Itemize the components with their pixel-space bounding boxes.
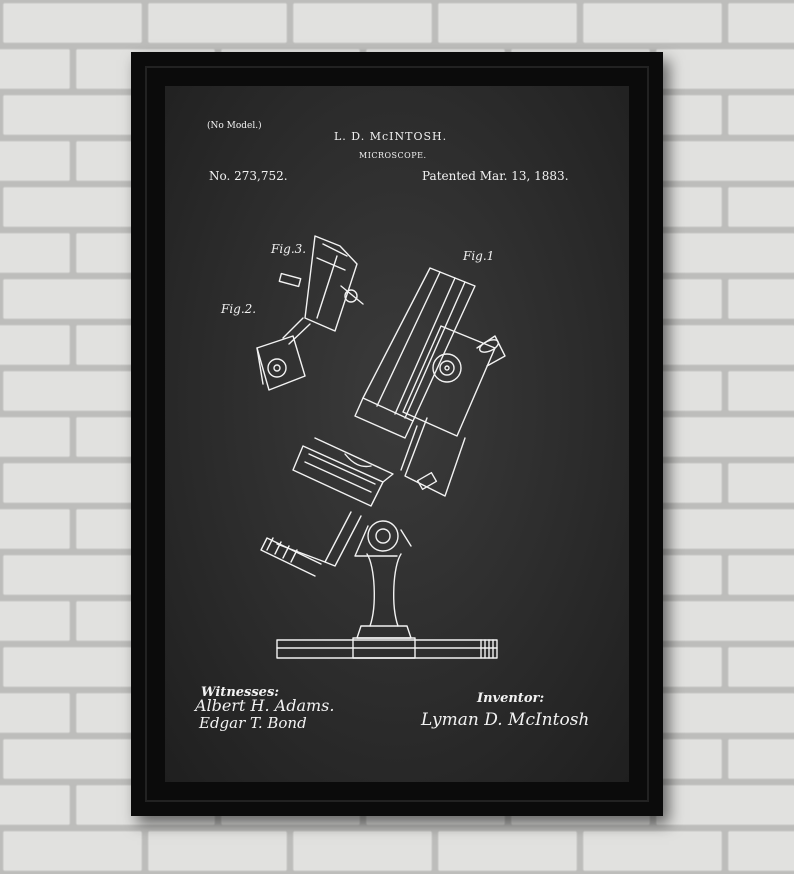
brick [2,94,143,136]
witness-signature-2: Edgar T. Bond [199,714,307,732]
frame-inner-edge [145,66,649,802]
brick [655,324,794,366]
brick [727,94,794,136]
brick [2,370,143,412]
brick [727,278,794,320]
brick [2,462,143,504]
fig3-detail [278,235,364,332]
fig3-label: Fig.3. [270,242,306,256]
brick [727,646,794,688]
brick [655,784,794,826]
brick [655,508,794,550]
brick [655,232,794,274]
brick [655,48,794,90]
microscope-stage [292,437,438,507]
brick [0,508,71,550]
brick [0,48,71,90]
brick [582,830,723,872]
brick [292,830,433,872]
brick [0,140,71,182]
brick [2,646,143,688]
brick [2,278,143,320]
inventor-name-heading: L. D. McINTOSH. [334,130,448,143]
brick [727,370,794,412]
brick [2,830,143,872]
brick [727,2,794,44]
brick [727,554,794,596]
microscope-tube [354,267,476,439]
microscope-pillar [352,553,416,659]
fig1-label: Fig.1 [462,249,494,263]
witnesses-label: Witnesses: [201,685,280,700]
brick [147,2,288,44]
patent-print: (No Model.) L. D. McINTOSH. MICROSCOPE. … [165,86,629,782]
brick [2,554,143,596]
brick [292,2,433,44]
brick [727,186,794,228]
brick [0,324,71,366]
patent-number: No. 273,752. [209,169,288,183]
brick [437,2,578,44]
pivot-joint [354,520,412,557]
no-model-note: (No Model.) [207,121,262,131]
fig2-label: Fig.2. [220,302,256,316]
brick [727,462,794,504]
brick [655,416,794,458]
patent-date: Patented Mar. 13, 1883. [422,169,569,183]
fig2-detail [256,317,311,391]
brick [2,2,143,44]
microscope-base [276,639,498,659]
brick [0,692,71,734]
inventor-signature: Lyman D. McIntosh [421,710,590,730]
inventor-label: Inventor: [477,691,545,706]
brick [655,692,794,734]
witness-signature-1: Albert H. Adams. [195,696,335,715]
brick [147,830,288,872]
focus-arm [400,325,506,497]
brick [0,232,71,274]
brick [2,186,143,228]
brick [727,830,794,872]
brick [655,140,794,182]
brick [0,416,71,458]
microscope-drawing: Fig.3. Fig.2. Fig.1 [220,235,506,659]
brick [0,784,71,826]
brick [0,600,71,642]
patent-title: MICROSCOPE. [359,151,427,160]
mirror-arm [260,511,362,577]
brick [2,738,143,780]
brick [437,830,578,872]
brick [655,600,794,642]
brick [727,738,794,780]
brick [582,2,723,44]
